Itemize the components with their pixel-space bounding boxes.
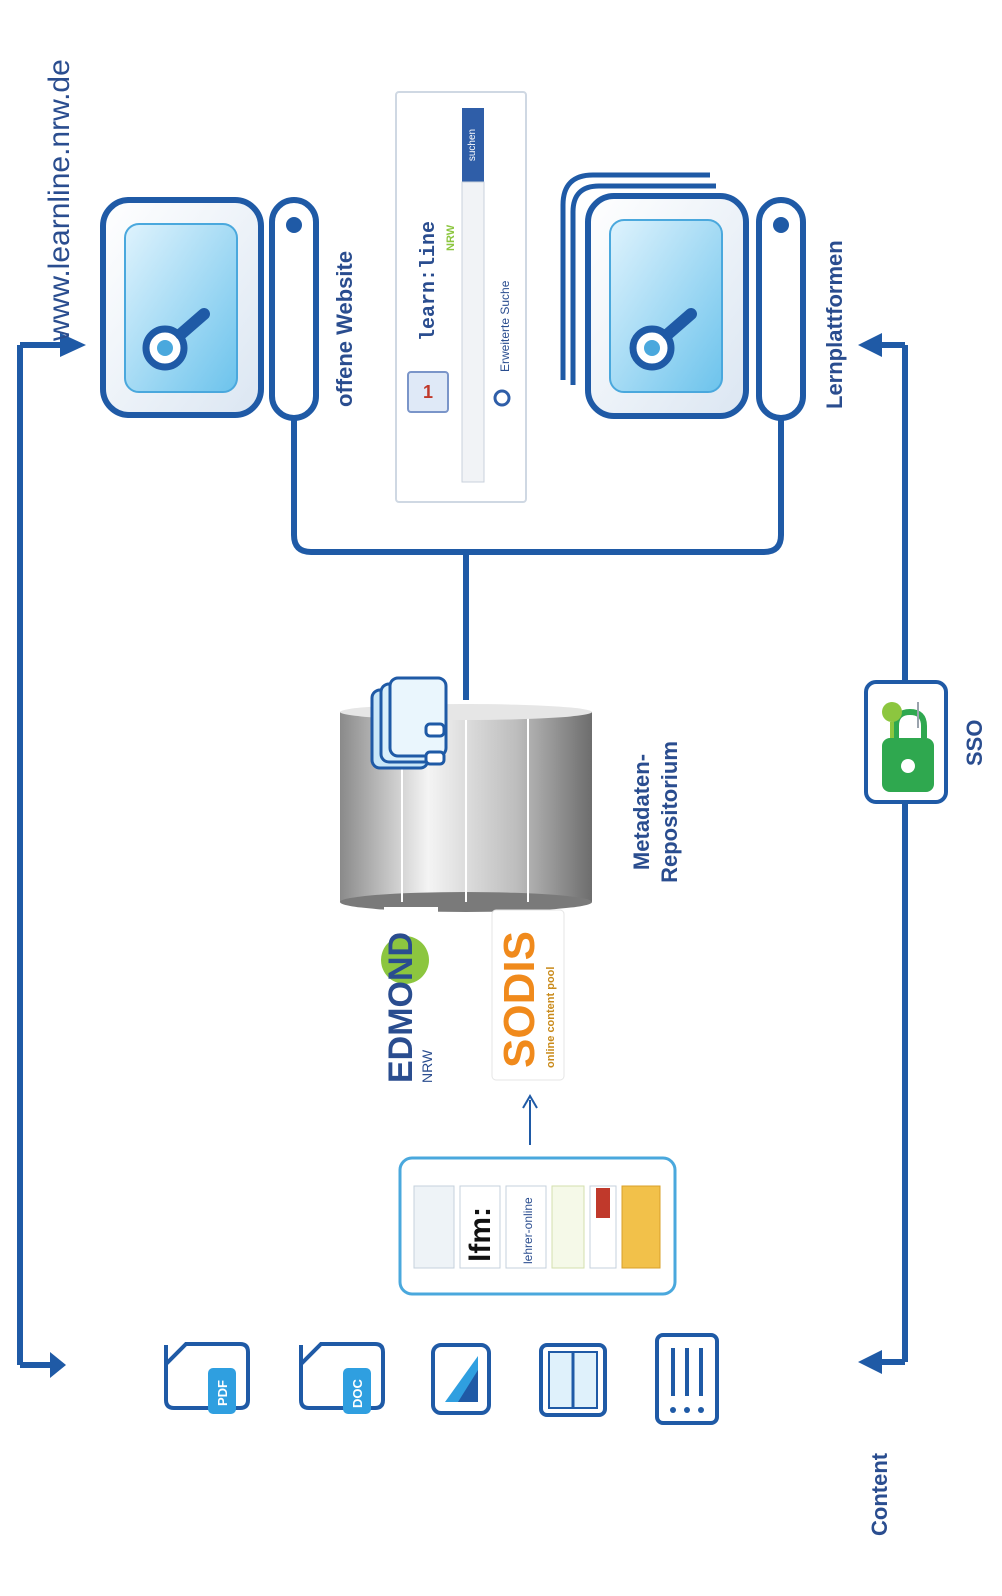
offene-website-label: offene Website (332, 250, 357, 407)
provider-arrow (522, 1094, 538, 1145)
learnline-search-box: 1 (395, 91, 527, 503)
key-lock-icon (864, 680, 948, 804)
lernplattformen-label: Lernplattformen (822, 240, 847, 409)
lehrer-online-logo-text: lehrer-online (521, 1197, 535, 1264)
edmond-logo-text: EDMOND (382, 932, 420, 1083)
arrow-to-website (60, 333, 86, 357)
search-button[interactable]: suchen (467, 128, 478, 162)
metadaten-line1: Metadaten- (629, 753, 654, 871)
website-url-label[interactable]: www.learnline.nrw.de (43, 59, 76, 341)
documents-stack-icon (370, 676, 448, 770)
right-flow-line (880, 342, 908, 1365)
sodis-logo-subtext: online content pool (545, 967, 557, 1068)
doc-file-icon: DOC (299, 1342, 385, 1414)
edmond-nrw-logo: EDMOND NRW (381, 907, 438, 1085)
learnline-logo-text: learn:line (418, 220, 441, 341)
lernplattformen-monitor (560, 172, 806, 421)
film-icon (539, 1343, 607, 1417)
content-label: Content (867, 1452, 892, 1536)
list-icon (655, 1333, 719, 1425)
sodis-logo: SODIS online content pool (491, 909, 565, 1081)
connector-lines (291, 420, 784, 700)
lfm-logo-text: lfm: (464, 1207, 497, 1262)
learnline-logo-subtext: NRW (445, 224, 457, 251)
search-magnifier-icon (142, 308, 210, 371)
image-icon (431, 1343, 491, 1415)
advanced-search-link[interactable]: Erweiterte Suche (498, 280, 512, 372)
website-monitor (100, 197, 319, 421)
metadaten-line2: Repositorium (657, 741, 682, 883)
doc-label: DOC (350, 1379, 365, 1409)
edmond-logo-subtext: NRW (419, 1049, 435, 1083)
content-providers-panel: lfm: lehrer-online (398, 1156, 677, 1296)
svg-text:1: 1 (423, 382, 433, 402)
search-magnifier-icon-2 (629, 308, 697, 371)
pdf-file-icon: PDF (164, 1342, 250, 1414)
arrow-to-content-left (50, 1352, 66, 1378)
arrow-to-lernplattformen (858, 333, 882, 357)
pdf-label: PDF (215, 1380, 230, 1406)
metadaten-repositorium-label: Metadaten-Repositorium (628, 726, 684, 898)
sso-label: SSO (962, 719, 987, 766)
left-flow-line (17, 342, 62, 1368)
sodis-logo-text: SODIS (495, 931, 544, 1068)
arrow-to-content-right (858, 1350, 882, 1374)
